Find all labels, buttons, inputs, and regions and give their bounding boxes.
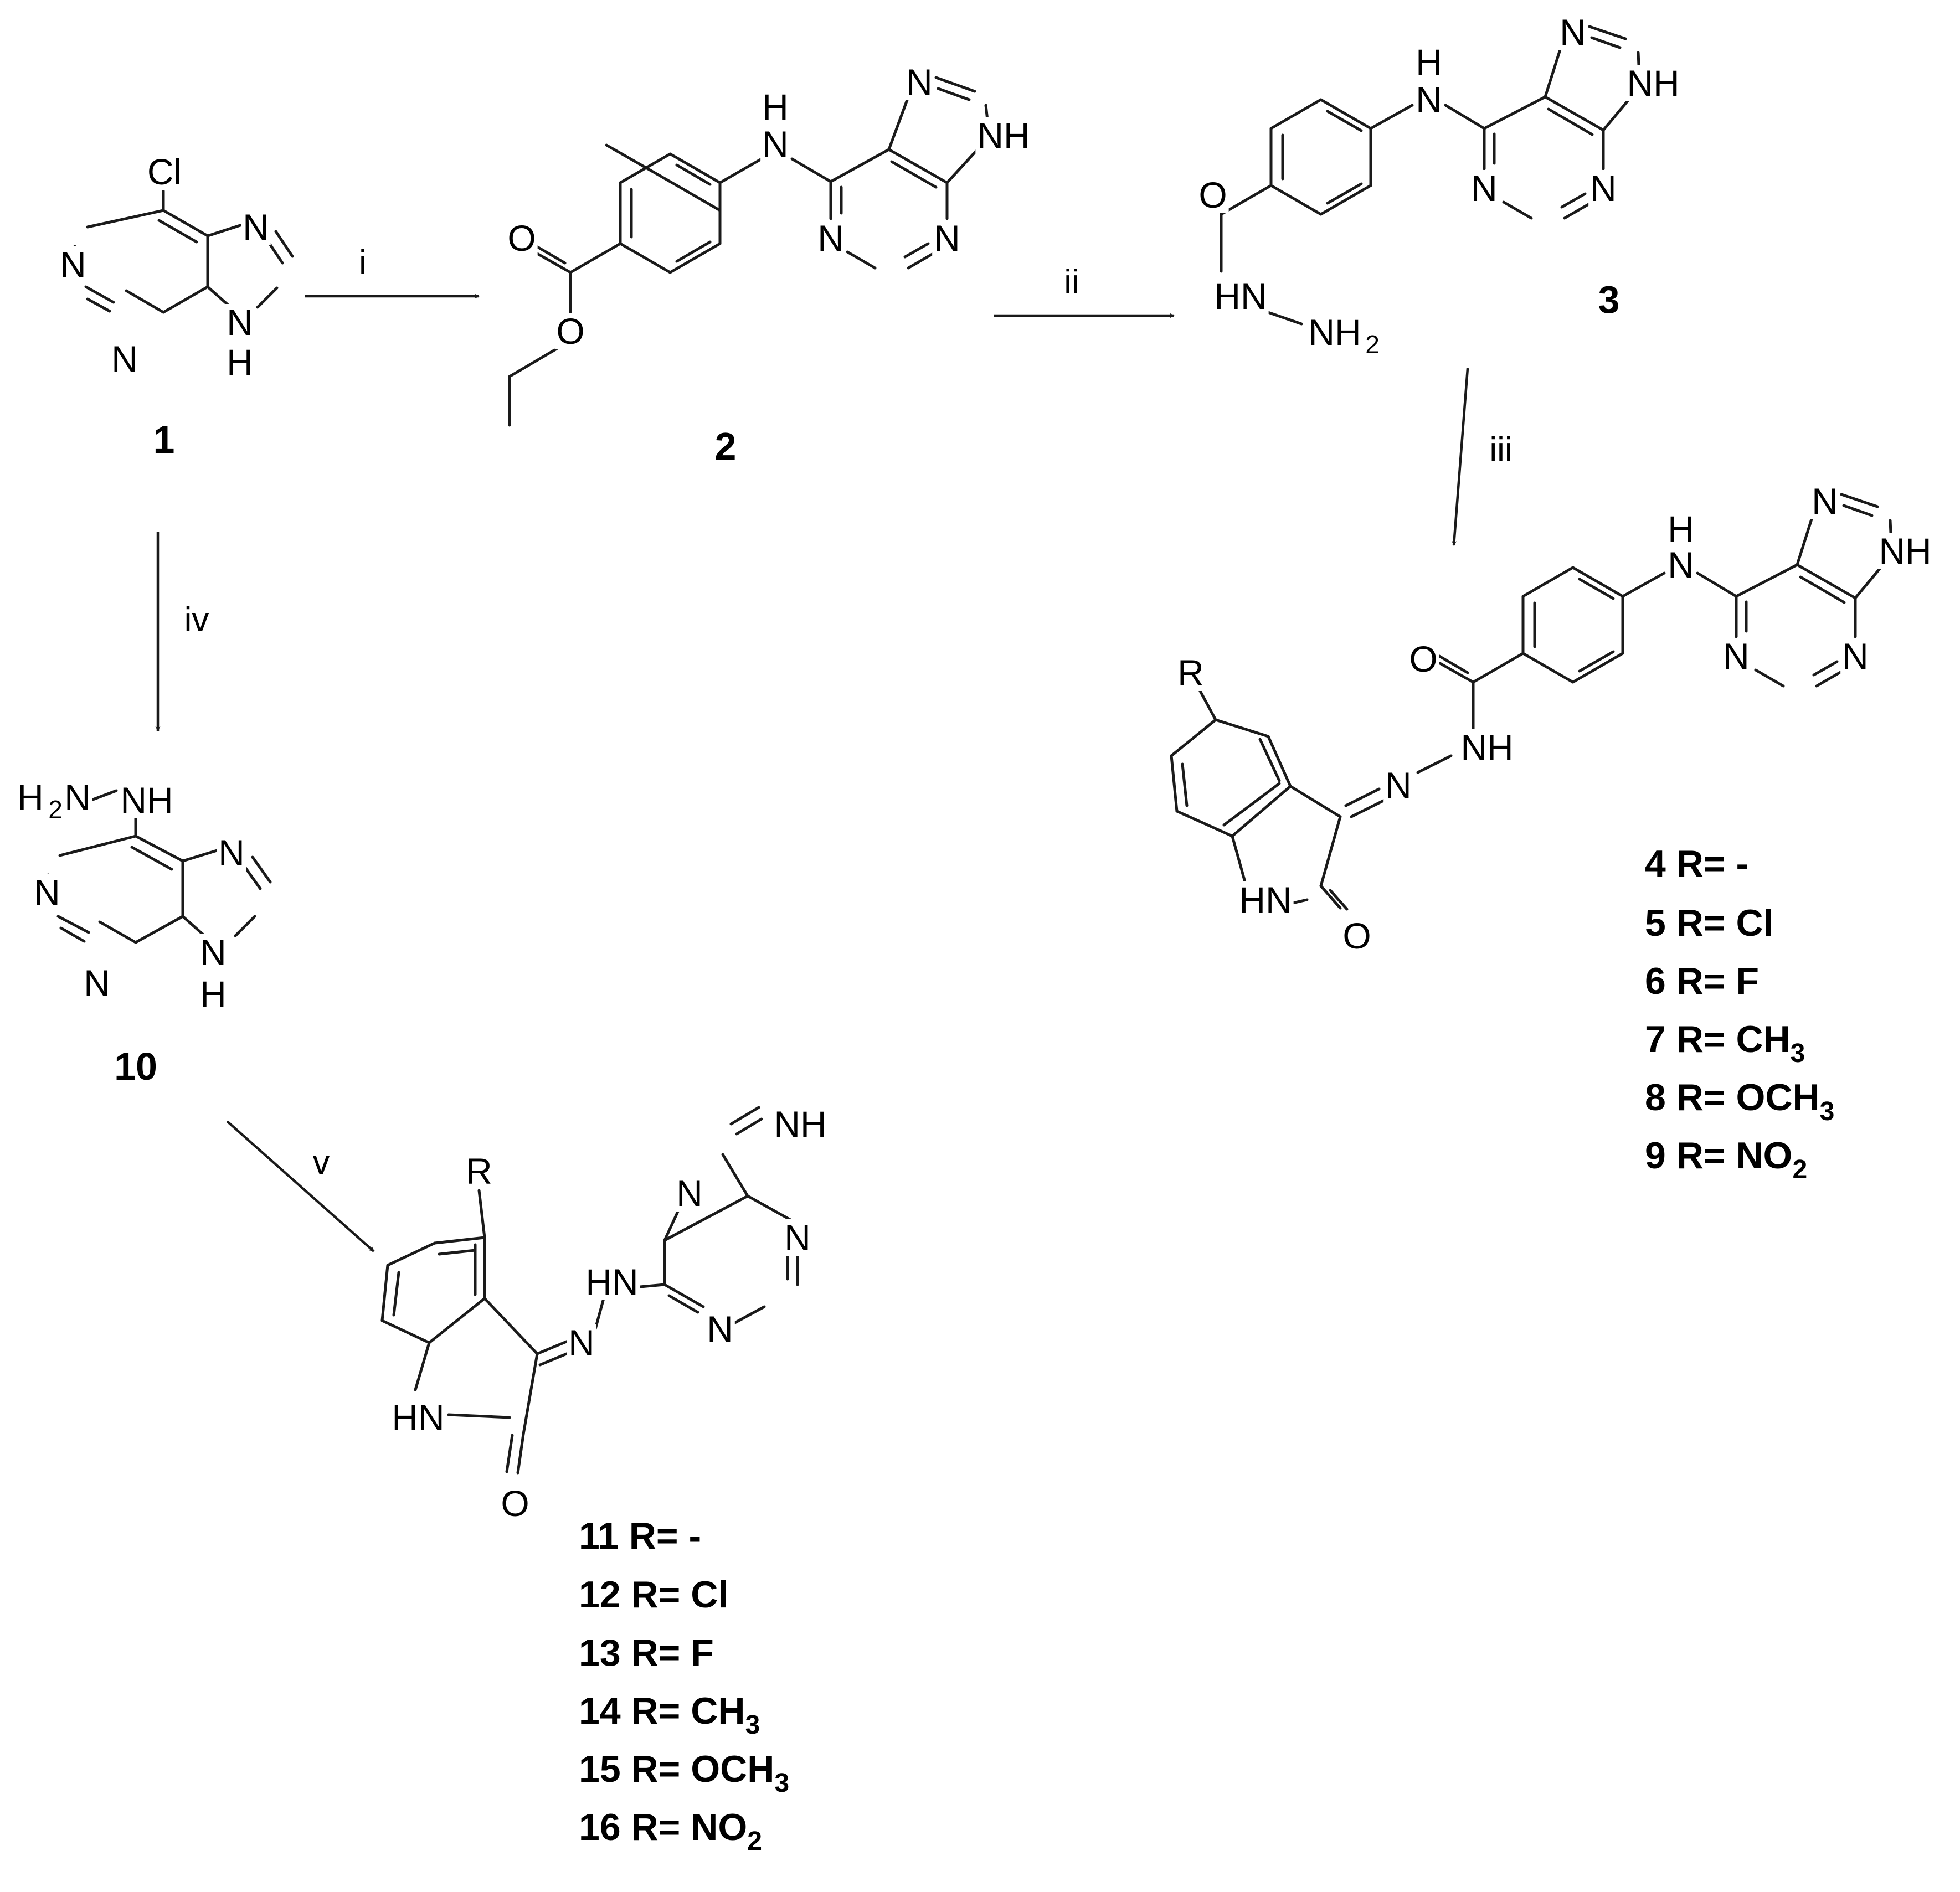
r-entry: 7 R= CH3 bbox=[1645, 1018, 1805, 1068]
compound-label-3: 3 bbox=[1598, 278, 1620, 321]
atom-n7-3: N bbox=[1560, 12, 1586, 53]
atom-h-link-3: H bbox=[1416, 42, 1442, 83]
r-entry: 14 R= CH3 bbox=[579, 1690, 760, 1740]
atom-n1: N bbox=[60, 244, 86, 285]
arrow-iii bbox=[1452, 368, 1469, 546]
atom-n3-11: N bbox=[784, 1217, 811, 1258]
atom-hn-isatin: HN bbox=[1239, 879, 1292, 920]
reagent-v: v bbox=[313, 1143, 330, 1182]
r-entry: 6 R= F bbox=[1645, 960, 1759, 1002]
r-entry: 16 R= NO2 bbox=[579, 1806, 762, 1856]
reagent-iii: iii bbox=[1489, 431, 1512, 469]
atom-r-11-16: R bbox=[466, 1151, 492, 1192]
r-entry: 11 R= - bbox=[579, 1515, 701, 1557]
atom-n1-2: N bbox=[817, 218, 844, 259]
atom-n7-4: N bbox=[1812, 481, 1838, 522]
atom-n7-11: N bbox=[676, 1173, 703, 1214]
compound-label-2: 2 bbox=[715, 425, 737, 468]
atom-n3-3: N bbox=[1590, 168, 1617, 209]
atom-cl: Cl bbox=[147, 151, 182, 192]
atom-o-3: O bbox=[1198, 174, 1227, 215]
atom-n1-10: N bbox=[34, 872, 60, 913]
compound-1-structure: Cl N N N N H bbox=[58, 151, 294, 383]
r-entry: 12 R= Cl bbox=[579, 1574, 728, 1616]
r-entry: 9 R= NO2 bbox=[1645, 1135, 1807, 1184]
r-entry: 15 R= OCH3 bbox=[579, 1748, 789, 1798]
atom-o-isatin: O bbox=[1342, 915, 1371, 956]
atom-h-link: H bbox=[762, 86, 789, 127]
atom-nh9-3: NH bbox=[1627, 63, 1679, 104]
atom-r-4-9: R bbox=[1177, 652, 1204, 693]
atom-hn-hydrazine: HN bbox=[585, 1261, 638, 1302]
atom-hn-isatin-11: HN bbox=[392, 1397, 444, 1438]
atom-o-isatin-11: O bbox=[501, 1483, 529, 1524]
compound-3-structure: O HN NH 2 N H N N N NH bbox=[1197, 12, 1681, 359]
compound-2-structure: O O N H N N N NH bbox=[506, 61, 1032, 427]
r-entry: 4 R= - bbox=[1645, 843, 1748, 885]
atom-n3-10: N bbox=[84, 962, 110, 1003]
atom-nh2-3: NH bbox=[1308, 312, 1361, 353]
r-entry: 8 R= OCH3 bbox=[1645, 1076, 1834, 1126]
atom-nh-amide: NH bbox=[1460, 727, 1513, 768]
atom-nh9-2: NH bbox=[977, 115, 1030, 156]
r-group-list-4-9: 4 R= - 5 R= Cl 6 R= F 7 R= CH3 8 R= OCH3… bbox=[1645, 843, 1834, 1184]
atom-n3-2: N bbox=[934, 218, 960, 259]
atom-n3-4: N bbox=[1842, 636, 1869, 677]
compound-10-structure: H 2 N NH N N N N H bbox=[16, 777, 272, 1014]
atom-hn-3: HN bbox=[1214, 276, 1267, 317]
reagent-i: i bbox=[359, 244, 367, 282]
atom-n-link: N bbox=[762, 123, 789, 164]
atom-h9: H bbox=[227, 342, 253, 383]
compound-4-9-structure: O NH N R HN O N H N N N NH bbox=[1170, 481, 1933, 956]
atom-n1-11: N bbox=[707, 1308, 733, 1349]
atom-n9: N bbox=[227, 302, 253, 343]
atom-n7-2: N bbox=[906, 61, 933, 102]
atom-n3: N bbox=[111, 338, 138, 379]
r-entry: 13 R= F bbox=[579, 1632, 714, 1674]
compound-label-10: 10 bbox=[114, 1045, 157, 1088]
atom-n1-4: N bbox=[1723, 636, 1750, 677]
arrow-v bbox=[226, 1120, 375, 1252]
r-group-list-11-16: 11 R= - 12 R= Cl 13 R= F 14 R= CH3 15 R=… bbox=[579, 1515, 789, 1856]
atom-n-link-3: N bbox=[1416, 79, 1442, 120]
atom-o-ether: O bbox=[556, 311, 584, 352]
atom-n7: N bbox=[243, 207, 269, 248]
atom-n-hydrazone: N bbox=[1385, 765, 1412, 806]
atom-h2n-10: H bbox=[17, 777, 44, 818]
atom-nh9-11: NH bbox=[774, 1104, 826, 1145]
atom-nh-10: NH bbox=[120, 780, 173, 821]
atom-n-10a: N bbox=[64, 777, 91, 818]
atom-o-amide: O bbox=[1409, 638, 1437, 679]
atom-n7-10: N bbox=[218, 832, 245, 873]
atom-nh9-4: NH bbox=[1879, 530, 1931, 571]
atom-h-link-4: H bbox=[1668, 508, 1694, 549]
atom-n9-10: N bbox=[200, 932, 227, 973]
atom-n1-3: N bbox=[1471, 168, 1498, 209]
atom-o-carbonyl: O bbox=[507, 218, 536, 259]
atom-n-hydrazone-11: N bbox=[568, 1322, 595, 1363]
reagent-iv: iv bbox=[184, 601, 209, 639]
reagent-ii: ii bbox=[1064, 263, 1079, 301]
atom-h2n-sub-10: 2 bbox=[48, 795, 63, 824]
atom-nh2-sub-3: 2 bbox=[1365, 330, 1380, 359]
compound-11-16-structure: R HN N HN O N N N NH bbox=[380, 1104, 829, 1524]
compound-label-1: 1 bbox=[153, 418, 175, 461]
atom-n-link-4: N bbox=[1668, 544, 1694, 585]
atom-h9-10: H bbox=[200, 973, 227, 1014]
r-entry: 5 R= Cl bbox=[1645, 902, 1773, 944]
